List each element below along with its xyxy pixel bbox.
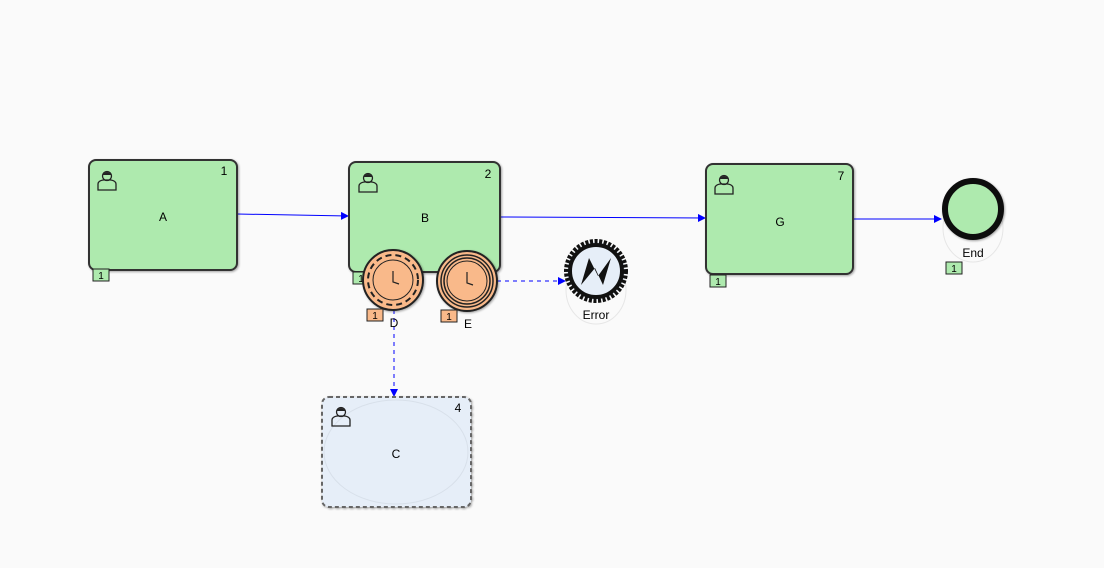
event-label: Error xyxy=(583,308,610,322)
timer-icon xyxy=(372,259,414,301)
task-number: 7 xyxy=(838,169,845,183)
end-event[interactable]: End 1 xyxy=(942,178,1004,275)
event-label: End xyxy=(962,246,983,260)
task-badge: 1 xyxy=(715,277,721,288)
task-c[interactable]: 4 C xyxy=(321,396,472,508)
task-number: 2 xyxy=(485,167,492,181)
event-badge: 1 xyxy=(951,264,957,275)
task-label: C xyxy=(392,447,401,461)
flow-b-g[interactable] xyxy=(499,213,706,222)
task-number: 4 xyxy=(455,401,462,415)
timer-event-d[interactable]: 1 D xyxy=(362,249,424,330)
task-a[interactable]: 1 A 1 xyxy=(88,159,238,282)
error-event[interactable]: Error xyxy=(564,239,628,325)
flow-a-b[interactable] xyxy=(236,211,349,220)
timer-event-e[interactable]: 1 E xyxy=(436,250,498,331)
task-g[interactable]: 7 G 1 xyxy=(705,163,854,288)
task-label: B xyxy=(421,211,429,225)
task-number: 1 xyxy=(221,164,228,178)
timer-icon xyxy=(446,260,488,302)
event-badge: 1 xyxy=(372,311,378,322)
event-label: E xyxy=(464,317,472,331)
task-label: A xyxy=(159,210,167,224)
task-badge: 1 xyxy=(98,271,104,282)
error-icon xyxy=(581,258,611,285)
task-badge: 1 xyxy=(358,274,364,285)
task-label: G xyxy=(775,215,784,229)
event-badge: 1 xyxy=(446,312,452,323)
event-label: D xyxy=(390,316,399,330)
